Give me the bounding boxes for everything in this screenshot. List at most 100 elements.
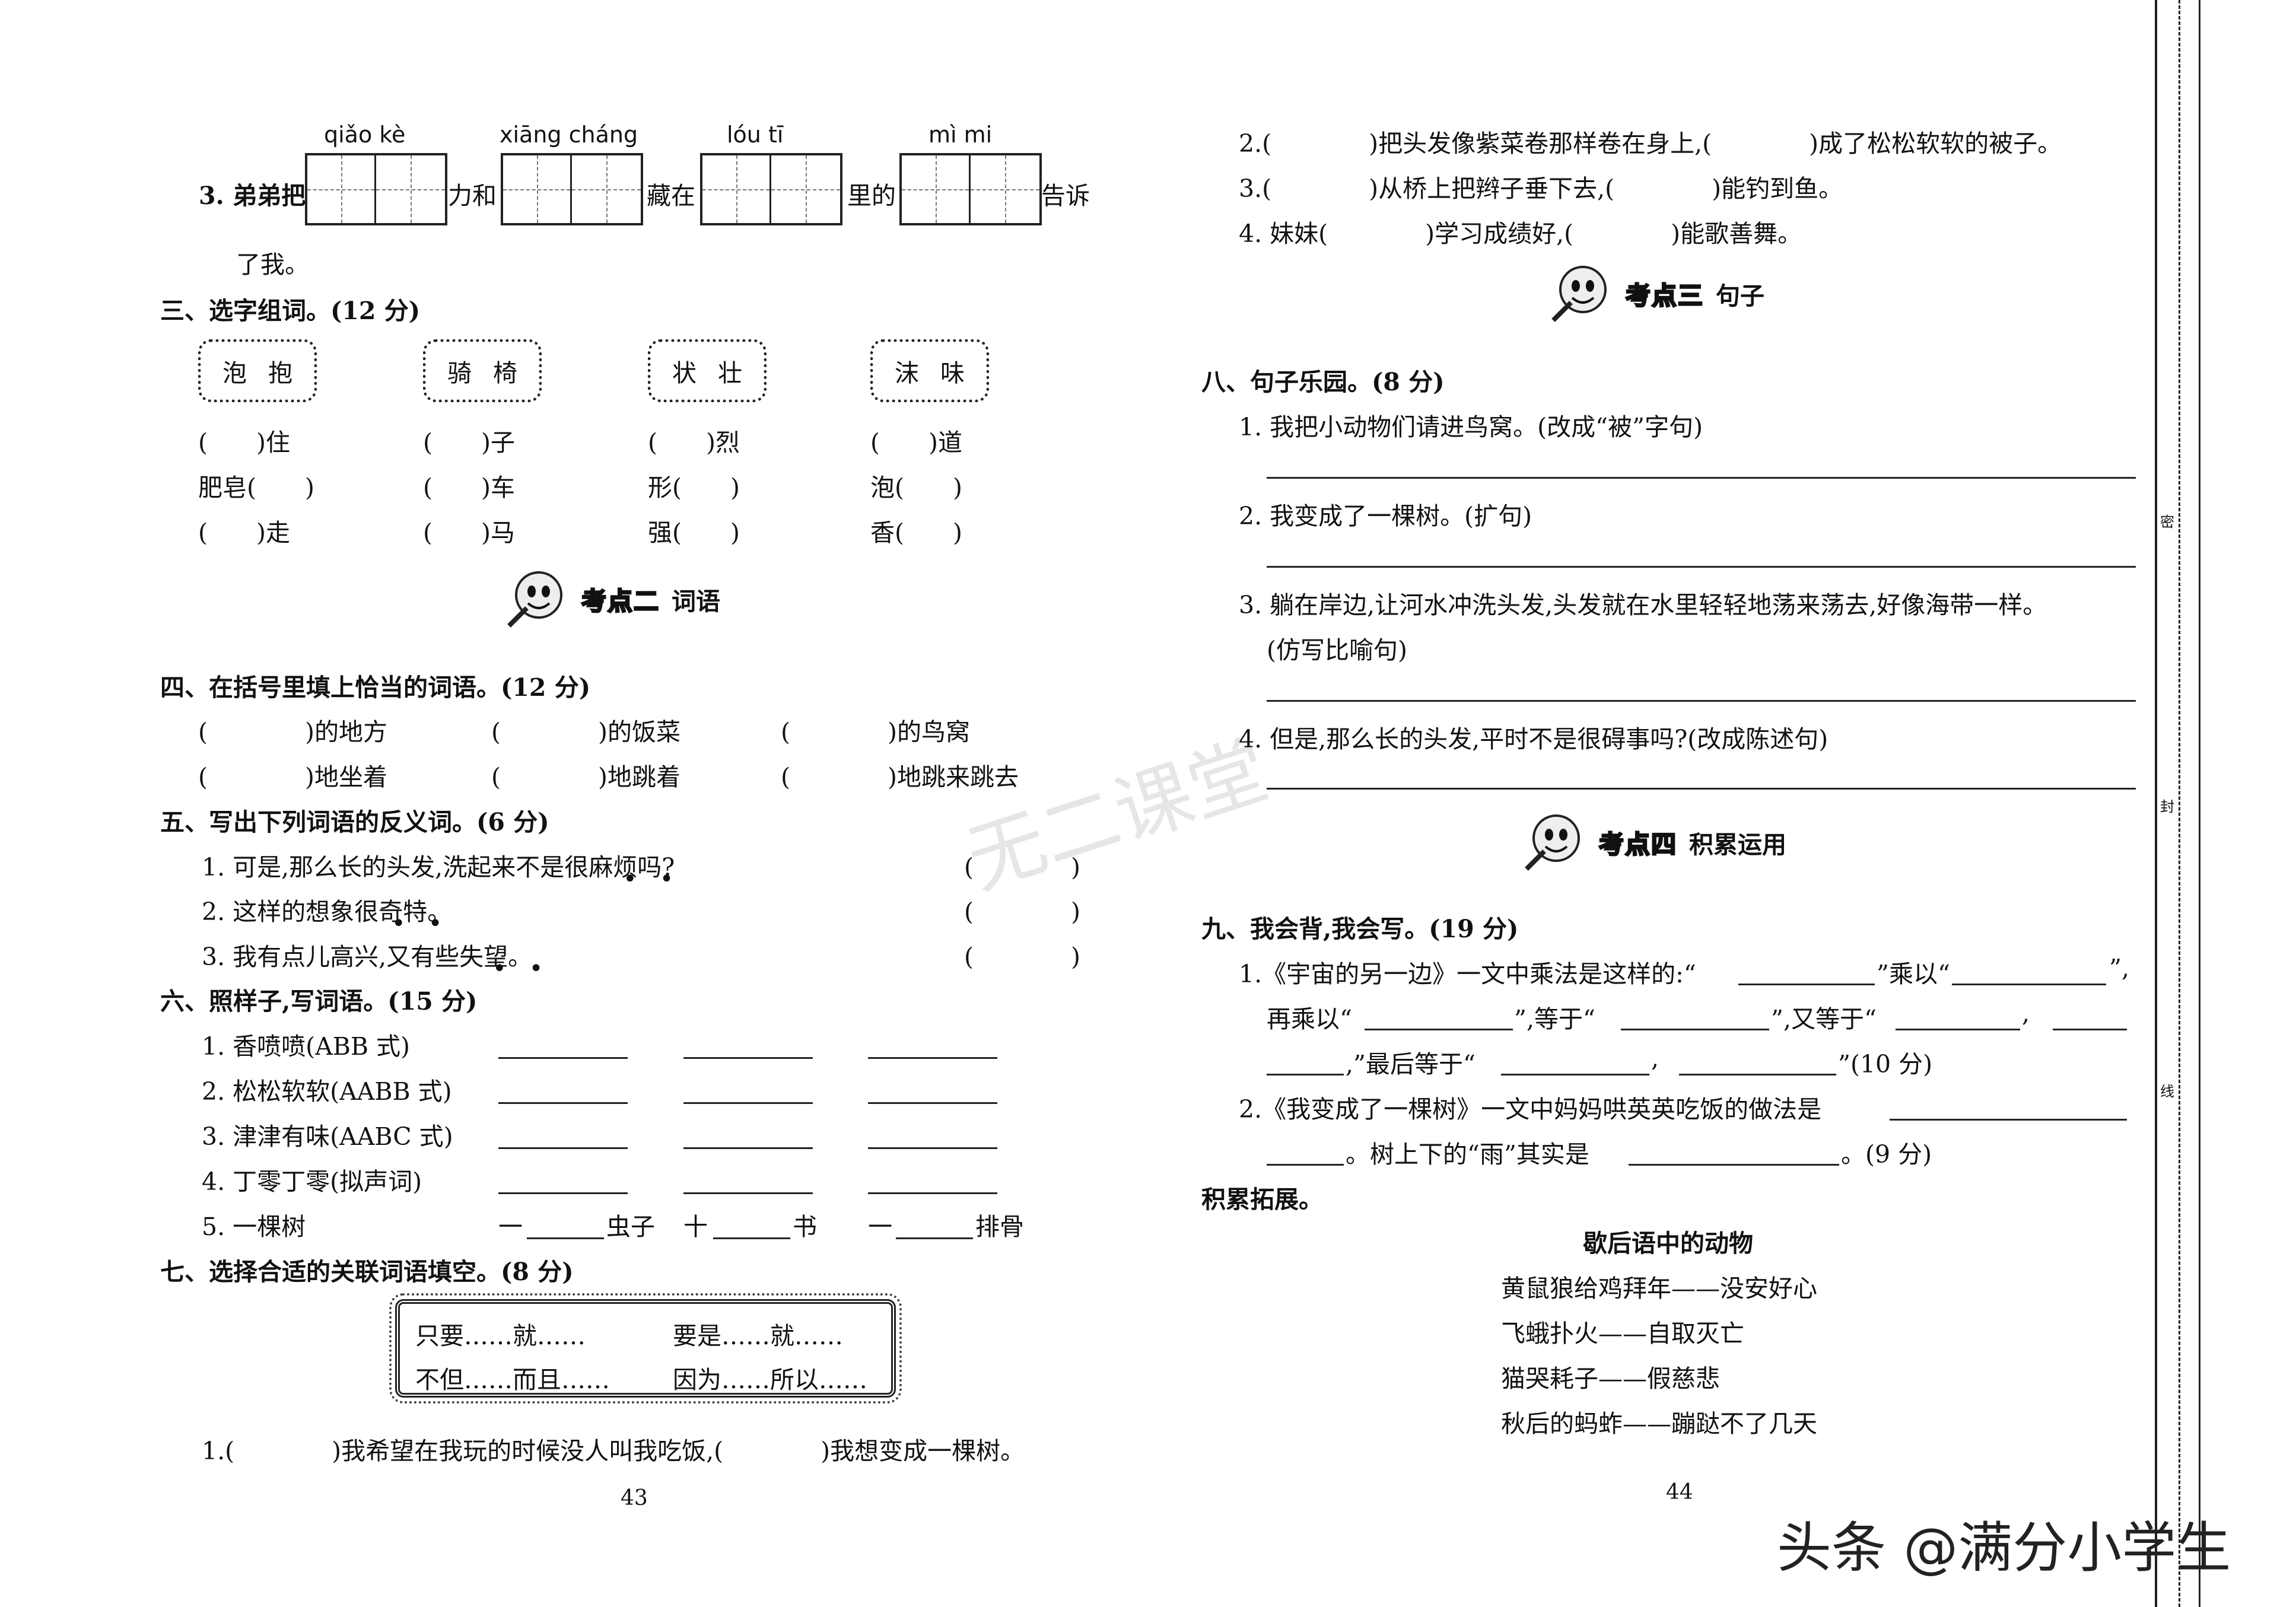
answer-line[interactable] [1267,1164,1344,1166]
answer-line[interactable] [683,1102,813,1104]
answer-line[interactable] [896,1237,973,1239]
s3-cell[interactable]: ( )住 [198,428,290,457]
s4-cell[interactable]: ( )地坐着 [198,763,387,791]
answer-line[interactable] [868,1057,997,1059]
measure-word: 一 [868,1213,892,1241]
answer-line[interactable] [683,1057,813,1059]
answer-line[interactable] [498,1102,628,1104]
s5-blank[interactable]: ( ) [964,853,1080,882]
s3-cell[interactable]: ( )马 [423,518,515,547]
section-4-title: 四、在括号里填上恰当的词语。(12 分) [160,673,591,702]
s5-blank[interactable]: ( ) [964,943,1080,971]
section-5-title: 五、写出下列词语的反义词。(6 分) [160,808,549,836]
pinyin-1: qiǎo kè [324,122,406,148]
tian-grid-1[interactable] [305,153,447,225]
s4-cell[interactable]: ( )地跳来跳去 [781,763,1019,791]
answer-line[interactable] [1501,1074,1649,1075]
answer-line[interactable] [1896,1029,2020,1030]
pinyin-4: mì mi [928,122,993,148]
s9-q1-text: , [2022,999,2030,1027]
smiley-pencil-icon [504,567,570,632]
kaodian-2-header: 考点二 词语 [504,567,720,632]
s4-cell[interactable]: ( )的饭菜 [491,718,680,746]
answer-line[interactable] [498,1057,628,1059]
smiley-pencil-icon [1522,810,1587,875]
s9-q1-text: ”,又等于“ [1771,1005,1877,1033]
s5-item: 1. 可是,那么长的头发,洗起来不是很麻烦吗? [202,853,675,882]
kaodian-3-header: 考点三 句子 [1548,261,1764,326]
s9-q1-text: ,”最后等于“ [1346,1050,1475,1078]
s3-cell[interactable]: 泡( ) [870,473,962,502]
section-6-title: 六、照样子,写词语。(15 分) [160,987,478,1016]
tian-grid-3[interactable] [700,153,842,225]
pair-char: 味 [940,359,965,387]
s8-question-4: 4. 但是,那么长的头发,平时不是很碍事吗?(改成陈述句) [1239,725,1828,753]
writing-line[interactable] [1267,477,2136,479]
s9-q2-text: 。树上下的“雨”其实是 [1346,1140,1589,1169]
s8-question-3-note: (仿写比喻句) [1267,636,1407,664]
answer-line[interactable] [1621,1029,1769,1030]
s5-blank[interactable]: ( ) [964,898,1080,926]
char-pair-4: 沫味 [870,339,989,402]
answer-line[interactable] [683,1192,813,1194]
s3-cell[interactable]: ( )子 [423,428,515,457]
s6-item: 1. 香喷喷(ABB 式) [202,1032,411,1061]
writing-line[interactable] [1267,566,2136,568]
s6-item: 5. 一棵树 [202,1213,306,1241]
s9-q2-text: 。(9 分) [1841,1140,1932,1169]
answer-line[interactable] [2053,1029,2127,1030]
answer-line[interactable] [1267,1074,1344,1075]
s4-cell[interactable]: ( )的鸟窝 [781,718,970,746]
measure-word: 书 [793,1213,817,1241]
extension-title: 积累拓展。 [1201,1185,1323,1214]
emphasis-dots: • • [392,910,443,937]
s3-cell[interactable]: ( )烈 [648,428,740,457]
s7-question-1: 1.( )我希望在我玩的时候没人叫我吃饭,( )我想变成一棵树。 [202,1437,1025,1465]
tian-grid-2[interactable] [501,153,643,225]
kaodian-2-badge: 考点二 [580,585,660,616]
answer-line[interactable] [1679,1074,1836,1075]
conjunction-option: 要是……就…… [673,1322,843,1350]
answer-line[interactable] [868,1102,997,1104]
kaodian-3-badge: 考点三 [1624,280,1704,311]
s7-question-3: 3.( )从桥上把辫子垂下去,( )能钓到鱼。 [1239,174,1843,203]
answer-line[interactable] [713,1237,790,1239]
section-8-title: 八、句子乐园。(8 分) [1201,368,1445,396]
s9-q2-text: 2.《我变成了一棵树》一文中妈妈哄英英吃饭的做法是 [1239,1095,1822,1124]
s8-question-2: 2. 我变成了一棵树。(扩句) [1239,502,1532,530]
answer-line[interactable] [1952,984,2106,985]
answer-line[interactable] [498,1147,628,1149]
s3-cell[interactable]: ( )走 [198,518,290,547]
s3-cell[interactable]: ( )道 [870,428,962,457]
answer-line[interactable] [683,1147,813,1149]
seal-mark: 密 [2160,514,2174,530]
s6-item: 3. 津津有味(AABC 式) [202,1122,453,1151]
answer-line[interactable] [1629,1164,1839,1166]
s9-q1-text: ”,等于“ [1514,1005,1595,1033]
s3-cell[interactable]: 形( ) [648,473,740,502]
answer-line[interactable] [1365,1029,1513,1030]
s4-cell[interactable]: ( )地跳着 [491,763,680,791]
answer-line[interactable] [1738,984,1875,985]
kaodian-4-title: 积累运用 [1689,830,1787,859]
s3-cell[interactable]: 肥皂( ) [198,473,314,502]
q3-line2: 了我。 [236,250,309,279]
answer-line[interactable] [1890,1119,2127,1121]
s4-cell[interactable]: ( )的地方 [198,718,387,746]
idiom-line: 黄鼠狼给鸡拜年——没安好心 [1501,1274,1817,1303]
writing-line[interactable] [1267,788,2136,790]
s8-question-3: 3. 躺在岸边,让河水冲洗头发,头发就在水里轻轻地荡来荡去,好像海带一样。 [1239,591,2047,619]
conjunction-option: 不但……而且…… [415,1366,610,1394]
s3-cell[interactable]: 强( ) [648,518,740,547]
answer-line[interactable] [498,1192,628,1194]
s3-cell[interactable]: ( )车 [423,473,515,502]
answer-line[interactable] [527,1237,604,1239]
tian-grid-4[interactable] [899,153,1042,225]
answer-line[interactable] [868,1147,997,1149]
measure-word: 虫子 [606,1213,655,1241]
s3-cell[interactable]: 香( ) [870,518,962,547]
answer-line[interactable] [868,1192,997,1194]
writing-line[interactable] [1267,700,2136,702]
q3-mid2: 藏在 [647,182,695,210]
pair-char: 抱 [268,359,292,387]
